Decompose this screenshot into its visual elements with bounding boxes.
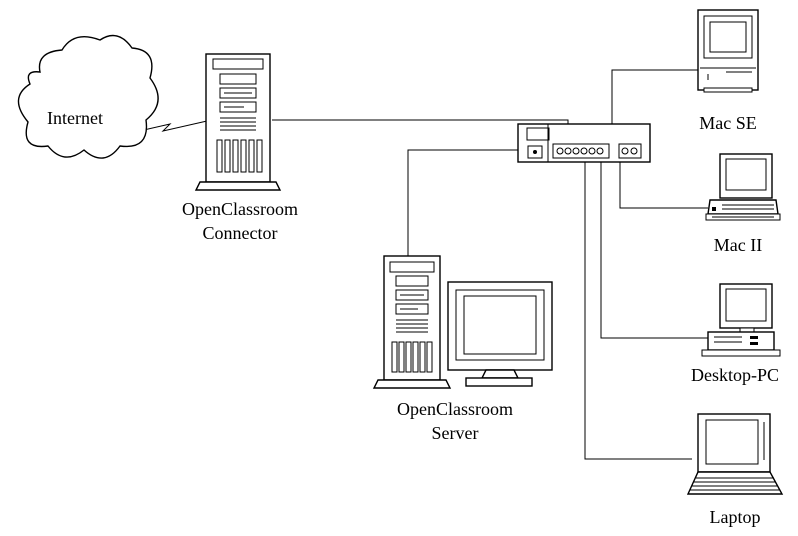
mac-ii-label: Mac II (713, 235, 763, 255)
connector-label-line2: Connector (202, 223, 278, 243)
internet-cloud-icon (17, 34, 159, 159)
wireless-link (134, 120, 208, 133)
desktop-pc-icon (701, 283, 781, 357)
link-hub-laptop (584, 161, 692, 460)
link-hub-server (407, 149, 536, 256)
link-hub-mac-se (611, 69, 698, 125)
internet-label: Internet (47, 108, 103, 128)
laptop-label: Laptop (709, 507, 761, 527)
mac-ii-icon (705, 153, 781, 221)
network-hub-icon (517, 123, 651, 163)
link-hub-desktop-pc (600, 161, 710, 339)
mac-se-icon (697, 9, 759, 93)
server-label-line2: Server (431, 423, 479, 443)
connector-label-line1: OpenClassroom (182, 199, 298, 219)
connector-tower-icon (194, 53, 282, 191)
laptop-icon (686, 413, 784, 495)
link-hub-mac-ii (619, 161, 708, 209)
server-tower-icon (372, 255, 452, 389)
server-label-line1: OpenClassroom (397, 399, 513, 419)
server-monitor-icon (447, 281, 553, 387)
desktop-pc-label: Desktop-PC (690, 365, 779, 385)
mac-se-label: Mac SE (699, 113, 757, 133)
